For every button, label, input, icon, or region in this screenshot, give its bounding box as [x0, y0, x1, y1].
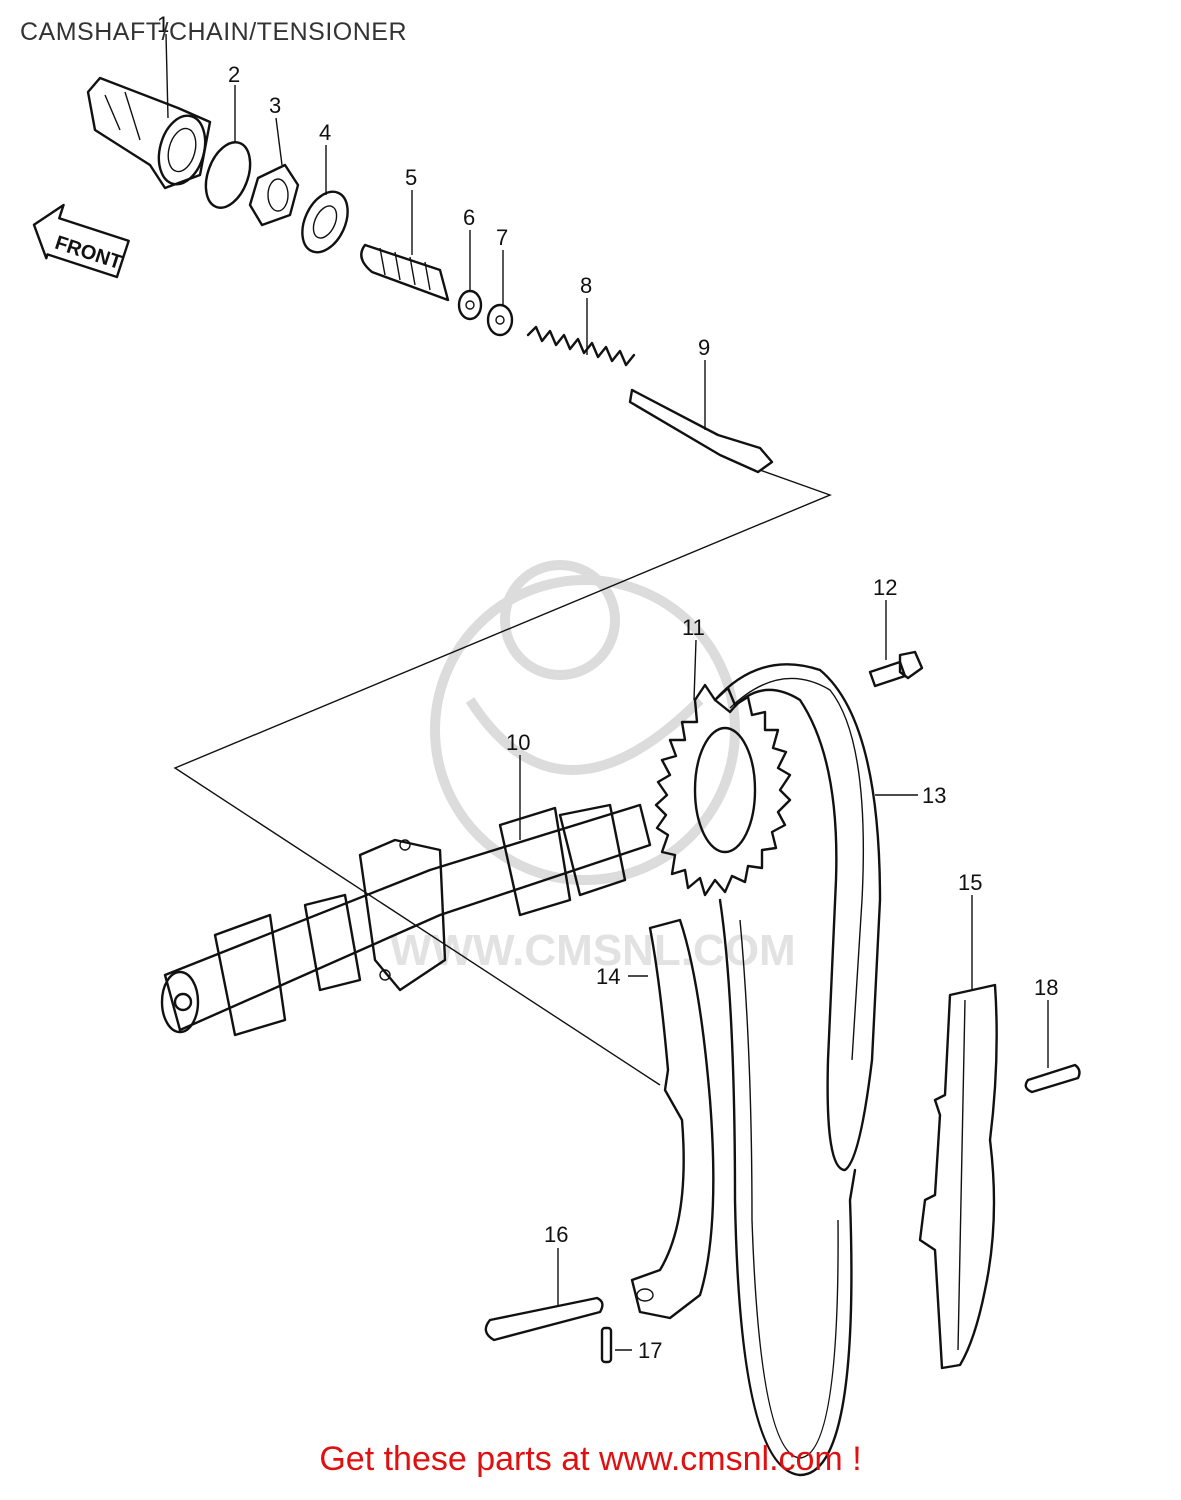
footer-link[interactable]: Get these parts at www.cmsnl.com !	[319, 1440, 862, 1478]
front-arrow-icon: FRONT	[32, 203, 130, 279]
leader-lines	[165, 33, 1049, 1351]
small-pin	[600, 1326, 613, 1364]
callout-9: 9	[698, 335, 710, 360]
watermark-text: WWW.CMSNL.COM	[390, 926, 796, 975]
callout-7: 7	[496, 225, 508, 250]
guide-pin	[1024, 1063, 1081, 1094]
callout-16: 16	[544, 1222, 568, 1247]
cam-sprocket	[654, 683, 792, 897]
page-title: CAMSHAFT/CHAIN/TENSIONER	[20, 18, 408, 46]
small-washer-2	[486, 303, 514, 337]
callout-13: 13	[922, 783, 946, 808]
tensioner-guide	[918, 983, 998, 1370]
callout-15: 15	[958, 870, 982, 895]
tensioner-spring	[526, 325, 636, 367]
bolt	[868, 650, 924, 688]
washer	[301, 190, 349, 254]
callout-6: 6	[463, 205, 475, 230]
callout-12: 12	[873, 575, 897, 600]
callout-10: 10	[506, 730, 530, 755]
callout-8: 8	[580, 273, 592, 298]
small-washer	[457, 289, 483, 321]
adjusting-screw	[360, 243, 450, 302]
callout-14: 14	[596, 964, 620, 989]
phantom-lines	[173, 469, 832, 1086]
o-ring	[204, 141, 252, 209]
camshaft	[160, 803, 652, 1037]
lock-nut	[248, 163, 300, 227]
tensioner-body	[86, 76, 212, 190]
callout-1: 1	[157, 12, 169, 37]
callout-11: 11	[682, 615, 705, 640]
callouts: 1 2 3 4 5 6 7 8 9 10 11 12 13 14 15 16 1…	[157, 12, 1058, 1363]
callout-4: 4	[319, 120, 331, 145]
callout-2: 2	[228, 62, 240, 87]
dowel-pin	[484, 1296, 604, 1342]
callout-18: 18	[1034, 975, 1058, 1000]
callout-3: 3	[269, 93, 281, 118]
chain-guide	[630, 918, 715, 1320]
callout-5: 5	[405, 165, 417, 190]
push-rod	[628, 388, 774, 474]
cam-chain	[713, 663, 882, 1477]
callout-17: 17	[638, 1338, 662, 1363]
watermark-logo: WWW.CMSNL.COM	[390, 560, 796, 975]
